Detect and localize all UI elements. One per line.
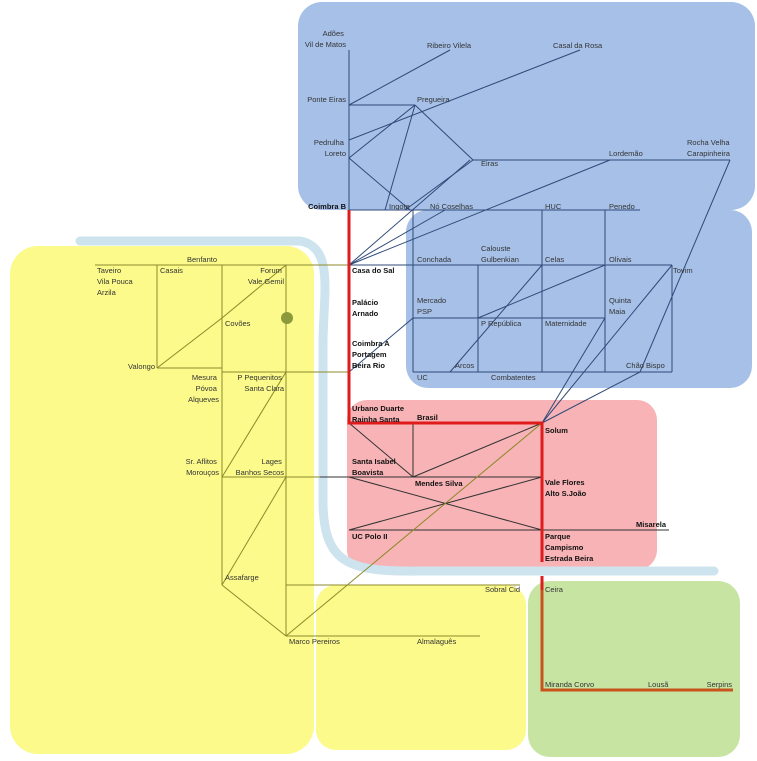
label-combatentes: Combatentes	[491, 373, 536, 382]
station-dot	[281, 312, 293, 324]
main-line-red	[347, 210, 544, 562]
label-solum: Solum	[545, 426, 568, 435]
label-almalagues: Almalaguês	[417, 637, 456, 646]
label-casais: Casais	[160, 266, 183, 275]
zones	[10, 2, 755, 757]
yellow-network-lines	[95, 264, 543, 637]
label-casal-da-rosa: Casal da Rosa	[553, 41, 603, 50]
label-ingote: Ingote	[389, 202, 410, 211]
label-coimbra-a: Coimbra A Portagem Beira Rio	[352, 339, 391, 370]
label-eiras: Eiras	[481, 159, 498, 168]
label-rocha-velha: Rocha Velha Carapinheira	[687, 138, 732, 158]
label-casa-do-sal: Casa do Sal	[352, 266, 395, 275]
label-marco-pereiros: Marco Pereiros	[289, 637, 340, 646]
label-benfanto: Benfanto	[187, 255, 217, 264]
label-quinta-maia: Quinta Maia	[609, 296, 633, 316]
label-palacio-arnado: Palácio Arnado	[352, 298, 380, 318]
label-lages: Lages Banhos Secos	[236, 457, 285, 477]
label-uc-polo-ii: UC Polo II	[352, 532, 387, 541]
label-mercado: Mercado PSP	[417, 296, 448, 316]
label-adoes: Adões Vil de Matos	[305, 29, 346, 49]
label-uc: UC	[417, 373, 428, 382]
river	[75, 236, 719, 576]
label-coimbra-b: Coimbra B	[308, 202, 347, 211]
label-santa-isabel: Santa Isabel Boavista	[352, 457, 398, 477]
label-urbano-duarte: Urbano Duarte Rainha Santa	[352, 404, 406, 424]
zone-red-south	[347, 400, 657, 570]
label-no-coselhas: Nó Coselhas	[430, 202, 473, 211]
label-serpins: Serpins	[707, 680, 733, 689]
label-sr-aflitos: Sr. Aflitos Morouços	[186, 457, 220, 477]
label-conchada: Conchada	[417, 255, 452, 264]
label-huc: HUC	[545, 202, 562, 211]
label-lordemao: Lordemão	[609, 149, 643, 158]
label-ponte-eiras: Ponte Eiras	[307, 95, 346, 104]
zone-blue-north	[298, 2, 755, 210]
label-p-pequenitos: P Pequenitos Santa Clara	[237, 373, 284, 393]
label-ribeiro-vilela: Ribeiro Vilela	[427, 41, 472, 50]
label-sobral-cid: Sobral Cid	[485, 585, 520, 594]
label-covoes: Covões	[225, 319, 251, 328]
label-forum: Forum Vale Gemil	[248, 266, 284, 286]
label-mendes-silva: Mendes Silva	[415, 479, 463, 488]
label-pregueira: Pregueira	[417, 95, 450, 104]
station-labels: Adões Vil de Matos Ribeiro Vilela Casal …	[97, 29, 732, 689]
label-chao-bispo: Chão Bispo	[626, 361, 665, 370]
zone-blue-central	[406, 210, 752, 388]
label-misarela: Misarela	[636, 520, 667, 529]
label-taveiro: Taveiro Vila Pouca Arzila	[97, 266, 135, 297]
blue-network-lines	[348, 49, 731, 424]
label-penedo: Penedo	[609, 202, 635, 211]
label-assafarge: Assafarge	[225, 573, 259, 582]
label-lousa: Lousã	[648, 680, 669, 689]
label-olivais: Olivais	[609, 255, 632, 264]
label-arcos: Arcos	[455, 361, 474, 370]
label-parque: Parque Campismo Estrada Beira	[545, 532, 594, 563]
label-maternidade: Maternidade	[545, 319, 587, 328]
label-calouste: Calouste Gulbenkian	[481, 244, 519, 264]
lousa-line	[540, 590, 733, 692]
label-valongo: Valongo	[128, 362, 155, 371]
label-brasil: Brasil	[417, 413, 438, 422]
zone-green-east	[528, 581, 740, 757]
zone-yellow-south	[316, 585, 526, 750]
label-ceira: Ceira	[545, 585, 564, 594]
label-celas: Celas	[545, 255, 564, 264]
label-mesura: Mesura Póvoa Alqueves	[188, 373, 219, 404]
zone-yellow-west	[10, 246, 314, 754]
label-miranda-corvo: Miranda Corvo	[545, 680, 594, 689]
label-vale-flores: Vale Flores Alto S.João	[545, 478, 587, 498]
label-tovim: Tovim	[673, 266, 693, 275]
label-pedrulha: Pedrulha Loreto	[314, 138, 346, 158]
label-republica: P República	[481, 319, 522, 328]
